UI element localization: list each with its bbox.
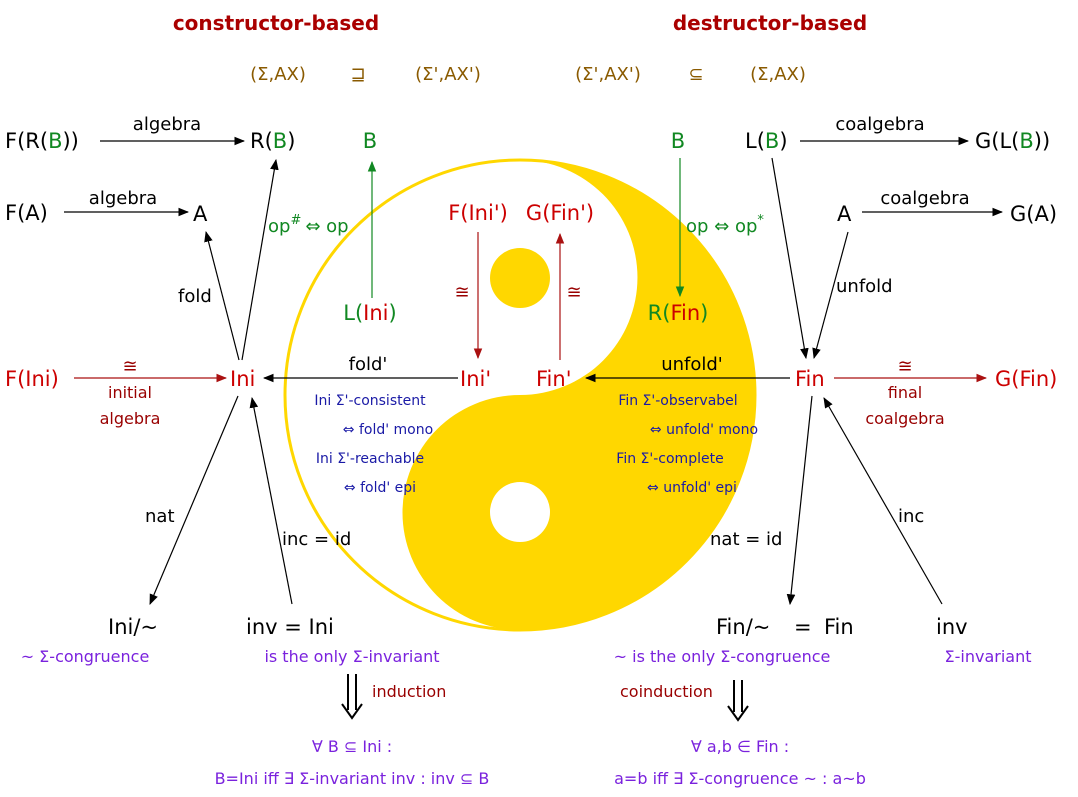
label-consistent-1: Ini Σ'-consistent — [314, 393, 426, 409]
label-nat: nat — [145, 506, 175, 527]
label-observable-2: ⇔ unfold' mono — [650, 422, 758, 438]
label-reachable-1: Ini Σ'-reachable — [316, 451, 424, 467]
node-fin-prime: Fin' — [536, 367, 571, 391]
left-signature-a: (Σ,AX) — [250, 64, 306, 85]
node-b-left: B — [363, 129, 377, 153]
left-relation: ⊒ — [350, 64, 365, 85]
arrow-inc-id — [249, 396, 293, 605]
statement-induction: B=Ini iff ∃ Σ-invariant inv : inv ⊆ B — [215, 769, 490, 788]
arrow-fold — [204, 230, 240, 361]
node-fin-equals: Fin — [824, 615, 854, 639]
label-consistent-2: ⇔ fold' mono — [343, 422, 433, 438]
label-op-star: op ⇔ op* — [686, 213, 764, 237]
label-inc-id: inc = id — [282, 529, 351, 550]
node-a-right: A — [837, 202, 852, 226]
node-f-ini: F(Ini) — [5, 367, 59, 391]
label-algebra-bottom: algebra — [100, 409, 161, 428]
label-complete-2: ⇔ unfold' epi — [647, 480, 737, 496]
label-congruence: ~ Σ-congruence — [21, 647, 150, 666]
node-ini-quotient: Ini/~ — [108, 615, 158, 639]
arrow-l-b-to-fin — [771, 157, 809, 360]
left-signature-b: (Σ',AX') — [415, 64, 481, 85]
node-a-left: A — [193, 202, 208, 226]
right-signature-b: (Σ,AX) — [750, 64, 806, 85]
node-f-ini-prime: F(Ini') — [448, 201, 508, 225]
label-algebra-mid: algebra — [89, 188, 157, 209]
label-iso-initial: ≅ — [122, 356, 137, 377]
node-equals: = — [794, 615, 812, 639]
label-invariant: Σ-invariant — [945, 647, 1032, 666]
label-inc: inc — [898, 506, 924, 527]
label-nat-id: nat = id — [710, 529, 782, 550]
yin-yang-symbol — [283, 158, 757, 632]
label-iso-right-inner: ≅ — [566, 282, 581, 303]
right-signature-a: (Σ',AX') — [575, 64, 641, 85]
node-ini-prime: Ini' — [460, 367, 491, 391]
label-observable-1: Fin Σ'-observabel — [618, 393, 737, 409]
statement-coinduction: a=b iff ∃ Σ-congruence ~ : a~b — [614, 769, 866, 788]
label-reachable-2: ⇔ fold' epi — [344, 480, 416, 496]
label-induction: induction — [372, 682, 446, 701]
node-ini: Ini — [230, 367, 255, 391]
node-f-a: F(A) — [5, 201, 48, 225]
label-coalgebra-mid: coalgebra — [880, 188, 969, 209]
destructor-based-title: destructor-based — [673, 11, 867, 35]
node-g-fin: G(Fin) — [995, 367, 1057, 391]
label-iso-left-inner: ≅ — [454, 282, 469, 303]
node-l-b: L(B) — [745, 129, 788, 153]
right-relation: ⊆ — [688, 64, 703, 85]
constructor-based-title: constructor-based — [173, 11, 379, 35]
arrow-inc — [823, 397, 943, 605]
node-r-b: R(B) — [250, 129, 295, 153]
arrow-nat-id — [786, 395, 813, 606]
arrow-ini-to-r-b — [241, 158, 279, 361]
label-coinduction: coinduction — [620, 682, 713, 701]
node-l-ini: L(Ini) — [343, 301, 396, 325]
label-initial: initial — [108, 383, 152, 402]
yin-yang-yellow-dot — [490, 248, 550, 308]
arrow-unfold — [812, 231, 849, 360]
label-coalgebra-bottom: coalgebra — [865, 409, 944, 428]
label-unfold-prime: unfold' — [661, 354, 723, 375]
label-only-invariant: is the only Σ-invariant — [264, 647, 439, 666]
node-r-fin: R(Fin) — [648, 301, 709, 325]
label-unfold: unfold — [836, 276, 893, 297]
node-fin: Fin — [795, 367, 825, 391]
node-g-l-b: G(L(B)) — [975, 129, 1050, 153]
node-b-right: B — [671, 129, 685, 153]
label-algebra-top: algebra — [133, 114, 201, 135]
label-op-hash: op#⇔ op — [268, 213, 349, 237]
node-inv: inv — [936, 615, 968, 639]
node-g-fin-prime: G(Fin') — [526, 201, 594, 225]
statement-forall-b: ∀ B ⊆ Ini : — [312, 737, 392, 756]
label-coalgebra-top: coalgebra — [835, 114, 924, 135]
statement-forall-ab: ∀ a,b ∈ Fin : — [691, 737, 789, 756]
node-g-a: G(A) — [1010, 202, 1057, 226]
arrow-nat — [149, 395, 239, 605]
induction-implication-arrow — [341, 674, 363, 720]
node-f-r-b: F(R(B)) — [5, 129, 79, 153]
yin-yang-white-dot — [490, 482, 550, 542]
label-fold: fold — [178, 286, 212, 307]
node-fin-quotient: Fin/~ — [716, 615, 770, 639]
node-inv-ini: inv = Ini — [246, 615, 334, 639]
label-complete-1: Fin Σ'-complete — [616, 451, 723, 467]
label-final: final — [888, 383, 922, 402]
label-iso-final: ≅ — [897, 356, 912, 377]
label-fold-prime: fold' — [349, 354, 388, 375]
coinduction-implication-arrow — [727, 680, 749, 722]
label-only-congruence: ~ is the only Σ-congruence — [614, 647, 831, 666]
